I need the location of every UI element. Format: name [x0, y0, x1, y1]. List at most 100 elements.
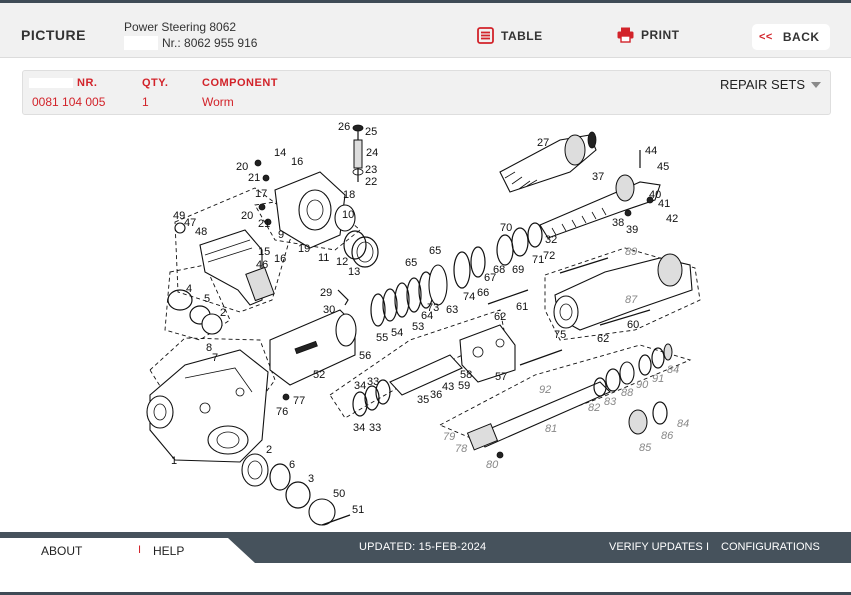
configurations-link[interactable]: CONFIGURATIONS — [721, 541, 820, 553]
part-label[interactable]: 26 — [338, 121, 350, 133]
part-label[interactable]: 17 — [255, 188, 267, 200]
part-label[interactable]: 23 — [365, 164, 377, 176]
part-label[interactable]: 42 — [666, 213, 678, 225]
part-label[interactable]: 81 — [545, 423, 557, 435]
part-label[interactable]: 90 — [636, 379, 649, 391]
part-label[interactable]: 22 — [365, 176, 377, 188]
part-label[interactable]: 39 — [626, 224, 638, 236]
part-label[interactable]: 60 — [627, 319, 639, 331]
part-label[interactable]: 53 — [412, 321, 424, 333]
part-label[interactable]: 74 — [463, 291, 475, 303]
part-label[interactable]: 89 — [625, 246, 637, 258]
part-label[interactable]: 67 — [484, 272, 496, 284]
repair-sets-dropdown[interactable]: REPAIR SETS — [720, 77, 821, 92]
part-label[interactable]: 35 — [417, 394, 429, 406]
part-label[interactable]: 40 — [649, 189, 661, 201]
part-label[interactable]: 15 — [258, 246, 270, 258]
part-label[interactable]: 44 — [645, 145, 657, 157]
part-label[interactable]: 30 — [323, 304, 335, 316]
part-label[interactable]: 84 — [667, 364, 679, 376]
part-label[interactable]: 12 — [336, 256, 348, 268]
part-label[interactable]: 62 — [597, 333, 609, 345]
part-label[interactable]: 21 — [248, 172, 260, 184]
part-label[interactable]: 47 — [184, 217, 196, 229]
part-label[interactable]: 7 — [212, 352, 218, 364]
part-label[interactable]: 78 — [455, 443, 468, 455]
part-label[interactable]: 70 — [500, 222, 512, 234]
part-label[interactable]: 86 — [661, 430, 674, 442]
part-label[interactable]: 50 — [333, 488, 345, 500]
part-label[interactable]: 55 — [376, 332, 388, 344]
part-label[interactable]: 91 — [652, 373, 664, 385]
part-label[interactable]: 48 — [195, 226, 207, 238]
part-label[interactable]: 25 — [365, 126, 377, 138]
part-label[interactable]: 33 — [369, 422, 381, 434]
part-label[interactable]: 16 — [291, 156, 303, 168]
part-label[interactable]: 2 — [266, 444, 272, 456]
part-label[interactable]: 10 — [342, 209, 354, 221]
part-label[interactable]: 34 — [353, 422, 365, 434]
part-label[interactable]: 62 — [494, 311, 506, 323]
part-label[interactable]: 4 — [186, 283, 192, 295]
part-label[interactable]: 49 — [173, 210, 185, 222]
part-label[interactable]: 77 — [293, 395, 305, 407]
part-label[interactable]: 1 — [171, 455, 177, 467]
part-label[interactable]: 20 — [241, 210, 253, 222]
back-button[interactable]: << BACK — [752, 24, 830, 50]
part-label[interactable]: 45 — [657, 161, 669, 173]
part-label[interactable]: 21 — [258, 218, 270, 230]
part-label[interactable]: 34 — [354, 380, 366, 392]
part-label[interactable]: 58 — [460, 369, 472, 381]
part-label[interactable]: 33 — [367, 376, 379, 388]
table-button[interactable]: TABLE — [477, 27, 543, 44]
part-label[interactable]: 63 — [446, 304, 458, 316]
part-label[interactable]: 36 — [430, 389, 442, 401]
part-label[interactable]: 32 — [545, 234, 557, 246]
print-button[interactable]: PRINT — [617, 27, 680, 43]
part-label[interactable]: 5 — [204, 293, 210, 305]
part-label[interactable]: 69 — [512, 264, 524, 276]
part-label[interactable]: 83 — [604, 396, 617, 408]
part-label[interactable]: 80 — [486, 459, 499, 471]
part-label[interactable]: 46 — [256, 259, 268, 271]
part-label[interactable]: 11 — [318, 252, 329, 264]
part-label[interactable]: 87 — [625, 294, 638, 306]
part-label[interactable]: 56 — [359, 350, 371, 362]
part-label[interactable]: 9 — [278, 229, 284, 241]
part-label[interactable]: 75 — [554, 329, 566, 341]
part-label[interactable]: 66 — [477, 287, 489, 299]
part-label[interactable]: 16 — [274, 253, 286, 265]
part-label[interactable]: 37 — [592, 171, 604, 183]
part-label[interactable]: 2 — [220, 307, 226, 319]
part-label[interactable]: 76 — [276, 406, 288, 418]
part-label[interactable]: 38 — [612, 217, 624, 229]
part-label[interactable]: 61 — [516, 301, 528, 313]
part-label[interactable]: 85 — [639, 442, 652, 454]
part-label[interactable]: 57 — [495, 371, 507, 383]
part-label[interactable]: 8 — [206, 342, 212, 354]
part-label[interactable]: 24 — [366, 147, 378, 159]
part-label[interactable]: 54 — [391, 327, 403, 339]
about-link[interactable]: ABOUT — [41, 544, 83, 558]
part-label[interactable]: 29 — [320, 287, 332, 299]
part-label[interactable]: 59 — [458, 380, 470, 392]
part-label[interactable]: 51 — [352, 504, 364, 516]
part-label[interactable]: 27 — [537, 137, 549, 149]
part-label[interactable]: 6 — [289, 459, 295, 471]
part-label[interactable]: 92 — [539, 384, 551, 396]
part-label[interactable]: 72 — [543, 250, 555, 262]
part-label[interactable]: 68 — [493, 264, 505, 276]
part-label[interactable]: 88 — [621, 387, 634, 399]
part-label[interactable]: 13 — [348, 266, 360, 278]
part-label[interactable]: 3 — [308, 473, 314, 485]
part-label[interactable]: 71 — [532, 254, 544, 266]
part-label[interactable]: 43 — [442, 381, 454, 393]
part-label[interactable]: 82 — [588, 402, 600, 414]
part-label[interactable]: 73 — [427, 302, 439, 314]
part-label[interactable]: 18 — [343, 189, 355, 201]
part-label[interactable]: 52 — [313, 369, 325, 381]
part-label[interactable]: 65 — [405, 257, 417, 269]
verify-updates-link[interactable]: VERIFY UPDATES — [609, 541, 703, 553]
part-label[interactable]: 41 — [658, 198, 670, 210]
help-link[interactable]: HELP — [153, 544, 185, 558]
